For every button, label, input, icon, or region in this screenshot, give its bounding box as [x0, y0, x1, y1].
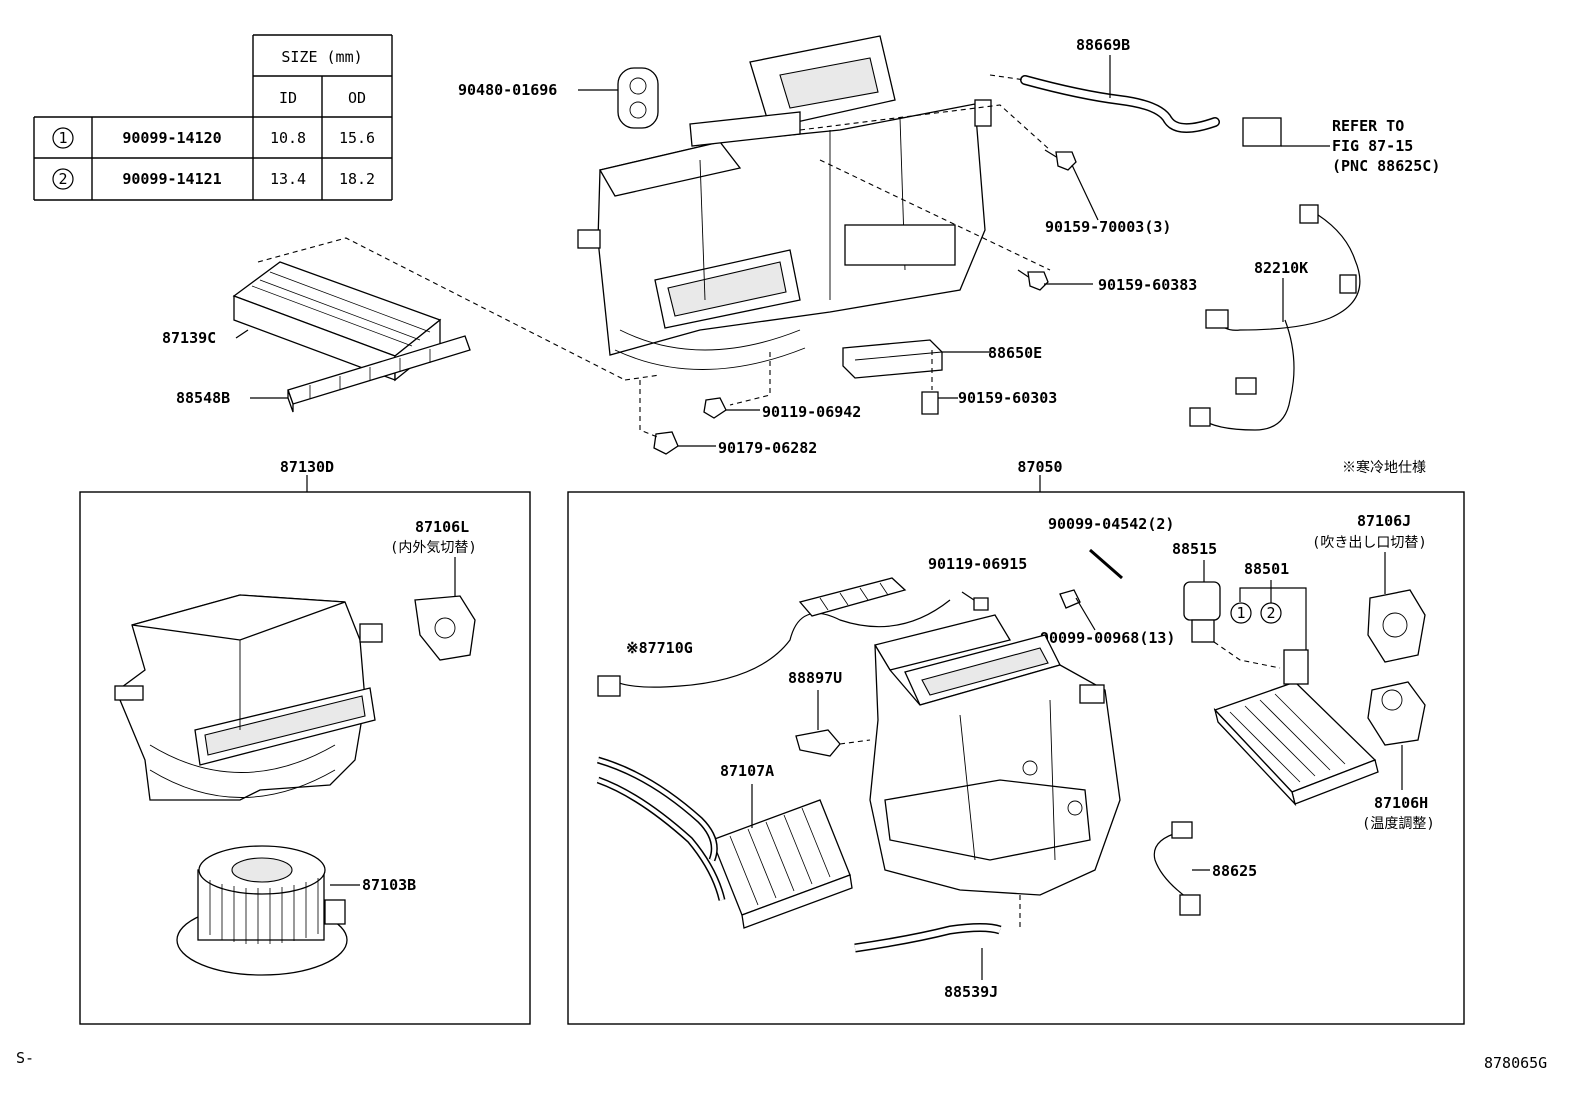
heater-tube-part: [798, 577, 907, 617]
row1-id: 10.8: [270, 129, 306, 147]
refer-line-2: FIG 87-15: [1332, 137, 1413, 155]
label-88515: 88515: [1172, 540, 1217, 558]
label-87710g: ※87710G: [626, 639, 693, 657]
refer-line-1: REFER TO: [1332, 117, 1404, 135]
col-od-header: OD: [348, 89, 366, 107]
refer-line-3: (PNC 88625C): [1332, 157, 1440, 175]
cold-climate-spec: ※寒冷地仕様: [1342, 459, 1426, 476]
thermistor-part: [795, 729, 841, 757]
label-90119-06915: 90119-06915: [928, 555, 1027, 573]
row2-mark: 2: [58, 170, 67, 188]
label-88548b: 88548B: [176, 389, 230, 407]
amplifier-part: [842, 339, 943, 379]
footer-left: S-: [16, 1049, 34, 1067]
row1-od: 15.6: [339, 129, 375, 147]
heater-box: 87050 ※寒冷地仕様 90099-04542(2) 88515 87106J…: [567, 458, 1465, 1025]
row1-mark: 1: [58, 129, 67, 147]
mark-circle-1: [52, 127, 74, 149]
row2-part: 90099-14121: [122, 170, 221, 188]
bolt-90099-04542: [1089, 548, 1123, 580]
heater-core-part: [596, 756, 853, 929]
mark-1: 1: [1236, 604, 1245, 622]
label-90159-60303: 90159-60303: [958, 389, 1057, 407]
label-87106l: 87106L: [415, 518, 469, 536]
label-87107a: 87107A: [720, 762, 774, 780]
servo-motor-87106h: [1367, 681, 1426, 746]
wire-harness-part: [1214, 209, 1361, 331]
label-90159-70003: 90159-70003(3): [1045, 218, 1171, 236]
label-88897u: 88897U: [788, 669, 842, 687]
label-88501: 88501: [1244, 560, 1289, 578]
blower-box: 87130D 87106L (内外気切替): [79, 458, 531, 1025]
screw-90099-00968: [1059, 589, 1081, 609]
mark-2: 2: [1266, 604, 1275, 622]
label-88539j: 88539J: [944, 983, 998, 1001]
label-87103b: 87103B: [362, 876, 416, 894]
filter-frame-part: [287, 335, 471, 413]
label-88650e: 88650E: [988, 344, 1042, 362]
label-87106h-note: (温度調整): [1362, 816, 1435, 832]
footer-code: 878065G: [1484, 1054, 1547, 1072]
housing-upper: [577, 35, 992, 370]
evaporator-part: [1213, 649, 1379, 807]
label-90119-06942: 90119-06942: [762, 403, 861, 421]
label-82210k: 82210K: [1254, 259, 1308, 277]
blower-motor-part: [176, 845, 348, 976]
label-87050: 87050: [1017, 458, 1062, 476]
connector-part: [1242, 117, 1282, 147]
label-90099-04542: 90099-04542(2): [1048, 515, 1174, 533]
screw-90159-60303: [921, 391, 939, 415]
mark-circle-2: [52, 168, 74, 190]
label-90159-60383: 90159-60383: [1098, 276, 1197, 294]
size-table: SIZE (mm) ID OD 1 90099-14120 10.8 15.6 …: [33, 34, 393, 201]
label-87130d: 87130D: [280, 458, 334, 476]
servo-motor-87106j: [1367, 589, 1426, 663]
label-87106h: 87106H: [1374, 794, 1428, 812]
screw-90119-06915: [973, 597, 989, 611]
top-leaders: [235, 55, 1330, 447]
label-87106j: 87106J: [1357, 512, 1411, 530]
heater-unit-housing: [869, 614, 1121, 896]
col-id-header: ID: [279, 89, 297, 107]
screw-90119-06942: [703, 397, 727, 419]
label-90099-00968: 90099-00968(13): [1040, 629, 1175, 647]
row2-od: 18.2: [339, 170, 375, 188]
row1-part: 90099-14120: [122, 129, 221, 147]
hvac-unit-assembly-drawing: [232, 35, 1361, 455]
sensor-wire-88625: [1153, 831, 1191, 901]
size-header: SIZE (mm): [281, 48, 362, 66]
label-87139c: 87139C: [162, 329, 216, 347]
wire-87710g: [611, 599, 951, 688]
expansion-valve-part: [1183, 581, 1221, 643]
nut-90179-06282: [653, 431, 679, 455]
label-90480-01696: 90480-01696: [458, 81, 557, 99]
blower-case: [114, 594, 383, 801]
label-90179-06282: 90179-06282: [718, 439, 817, 457]
mark-circle-1b: [1230, 602, 1252, 624]
top-labels: 90480-01696 88669B REFER TO FIG 87-15 (P…: [162, 36, 1440, 457]
label-87106l-note: (内外気切替): [390, 540, 477, 556]
screw-90159-60383: [1017, 269, 1049, 291]
servo-motor-87106l: [414, 595, 476, 661]
screw-90159-70003: [1044, 149, 1077, 171]
row2-id: 13.4: [270, 170, 306, 188]
label-88625: 88625: [1212, 862, 1257, 880]
grommet-part: [617, 67, 659, 129]
label-88669b: 88669B: [1076, 36, 1130, 54]
label-87106j-note: (吹き出し口切替): [1312, 535, 1427, 551]
